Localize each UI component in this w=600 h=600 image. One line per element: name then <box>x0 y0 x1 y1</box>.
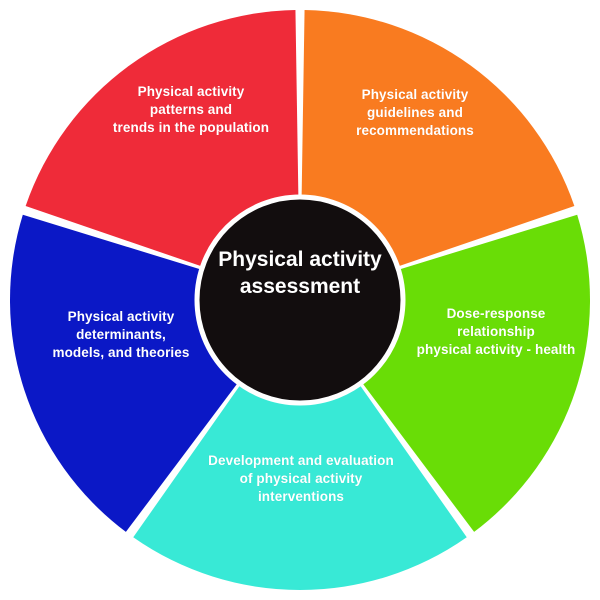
pie-segment-turquoise[interactable] <box>133 300 467 590</box>
center-hub-circle <box>194 194 406 406</box>
